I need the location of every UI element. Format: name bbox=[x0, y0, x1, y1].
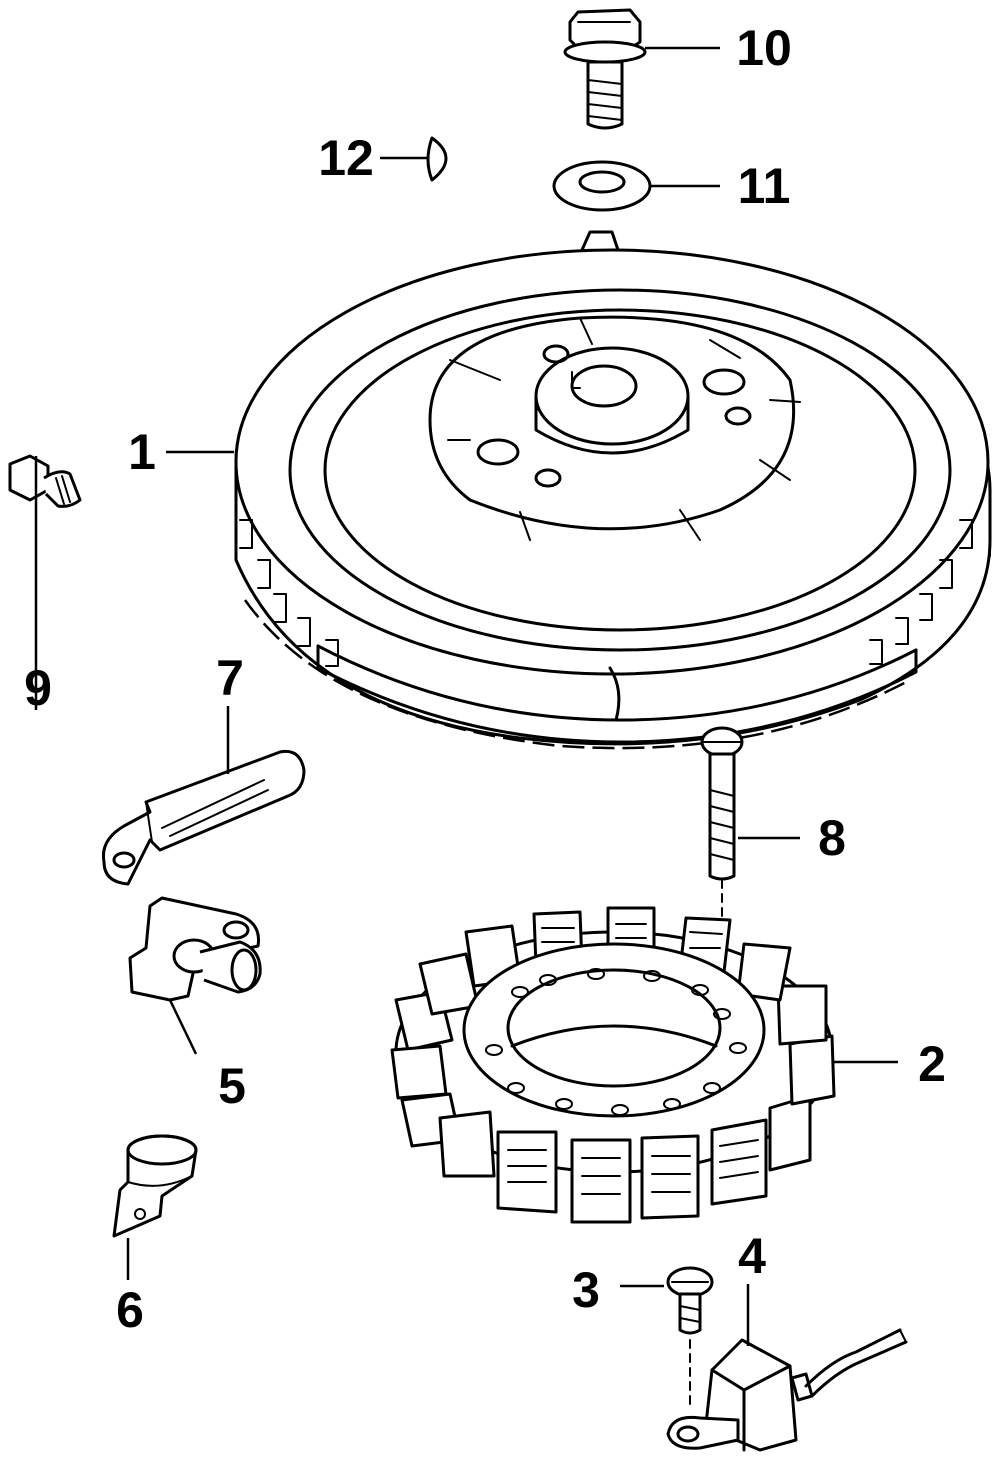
callout-5: 5 bbox=[218, 1058, 246, 1114]
washer-drawing bbox=[552, 160, 652, 212]
callout-11: 11 bbox=[737, 158, 791, 214]
callout-8: 8 bbox=[818, 810, 846, 866]
key-drawing bbox=[426, 136, 448, 182]
strap-bolt-drawing bbox=[8, 454, 82, 508]
callout-12: 12 bbox=[318, 130, 374, 186]
callout-9: 9 bbox=[24, 660, 52, 716]
callout-4: 4 bbox=[738, 1228, 766, 1284]
stator-screw-drawing bbox=[700, 726, 744, 921]
callout-1: 1 bbox=[128, 424, 156, 480]
stator-drawing bbox=[390, 906, 836, 1224]
ground-strap-drawing bbox=[101, 749, 306, 886]
callout-7: 7 bbox=[216, 650, 244, 706]
callout-10: 10 bbox=[736, 20, 792, 76]
flywheel-bolt-drawing bbox=[563, 8, 647, 130]
callout-3: 3 bbox=[572, 1262, 600, 1318]
flywheel-drawing bbox=[234, 230, 992, 750]
callout-6: 6 bbox=[116, 1282, 144, 1338]
leader-5 bbox=[168, 999, 198, 1055]
clamp-drawing bbox=[112, 1134, 198, 1238]
screw-drawing bbox=[666, 1266, 714, 1411]
callout-2: 2 bbox=[918, 1036, 946, 1092]
pulser-coil-drawing bbox=[666, 1328, 908, 1452]
sensor-drawing bbox=[128, 896, 262, 1002]
